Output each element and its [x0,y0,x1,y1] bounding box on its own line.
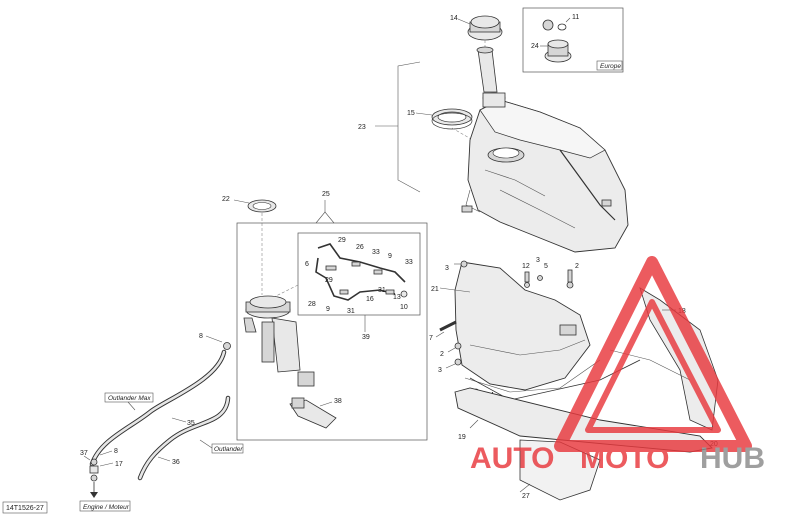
watermark-moto: MOTO [580,442,669,475]
callout-2b: 2 [440,351,444,358]
callout-16: 16 [366,296,374,303]
callout-26: 26 [356,244,364,251]
callout-7: 7 [429,335,433,342]
callout-8b: 8 [114,448,118,455]
callout-2a: 2 [575,263,579,270]
callout-29b: 29 [325,277,333,284]
callout-37: 37 [80,450,88,457]
callout-36: 36 [172,459,180,466]
automotohub-watermark: AUTO MOTO HUB [470,256,765,475]
callout-39: 39 [362,334,370,341]
fuel-cap-assembly: 14 [450,15,503,93]
retaining-ring: 15 [407,108,491,151]
callout-38: 38 [334,398,342,405]
europe-inset: 11 24 Europe [522,7,624,73]
callout-25: 25 [322,191,330,198]
callout-24: 24 [531,43,539,50]
callout-5: 5 [544,263,548,270]
label-outlander-max: Outlander Max [108,395,151,402]
callout-6: 6 [305,261,309,268]
label-europe: Europe [600,63,621,70]
callout-28: 28 [308,301,316,308]
callout-22: 22 [222,196,230,203]
callout-11: 11 [572,14,579,21]
callout-3c: 3 [438,367,442,374]
callout-14: 14 [450,15,458,22]
callout-3a: 3 [536,257,540,264]
callout-13: 13 [393,294,401,301]
callout-9b: 9 [326,306,330,313]
callout-29a: 29 [338,237,346,244]
diagram-code: 14T1526-27 [2,501,48,514]
hose-clamp-upper: 8 [199,333,231,350]
fuel-tank [461,92,629,253]
label-engine: Engine / Moteur [83,504,130,511]
pump-seal: 22 [222,196,277,295]
callout-15: 15 [407,110,415,117]
fuel-hoses: 35 36 Outlander Max Outlander [89,349,243,481]
label-outlander: Outlander [214,446,243,453]
heat-shield-group: 21 12 3 5 2 3 7 2 3 4 [429,257,641,401]
fuel-pump-group: 25 39 29 26 33 9 6 33 29 31 28 9 16 31 1… [236,191,428,441]
tank-group-bracket: 23 [358,61,421,193]
callout-23: 23 [358,124,366,131]
callout-35: 35 [187,420,195,427]
watermark-hub: HUB [700,442,765,475]
callout-33b: 33 [405,259,413,266]
callout-27: 27 [522,493,530,500]
callout-33a: 33 [372,249,380,256]
engine-fittings: 37 8 17 Engine / Moteur [79,448,131,512]
callout-21: 21 [431,286,439,293]
diagram-code-text: 14T1526-27 [6,505,44,512]
callout-10: 10 [400,304,408,311]
callout-12: 12 [522,263,530,270]
watermark-auto: AUTO [470,442,554,475]
callout-9a: 9 [388,253,392,260]
callout-17: 17 [115,461,123,468]
callout-8a: 8 [199,333,203,340]
callout-3b: 3 [445,265,449,272]
callout-31b: 31 [347,308,355,315]
callout-19: 19 [458,434,466,441]
callout-31a: 31 [378,287,386,294]
